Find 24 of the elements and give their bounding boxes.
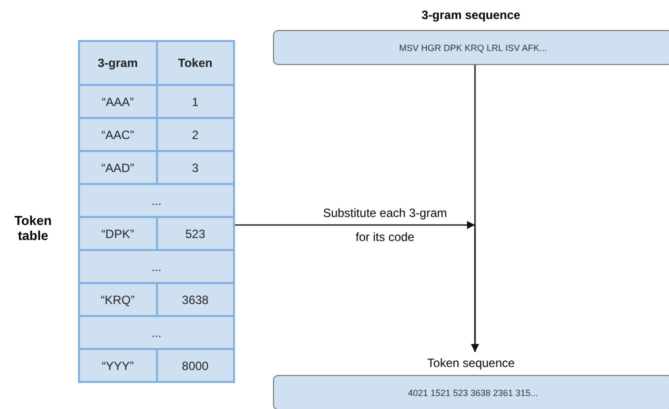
table-cell: 2: [156, 118, 234, 151]
table-heading: Token table: [13, 213, 53, 243]
table-cell: “YYY”: [79, 349, 156, 382]
box-heading: 3-gram sequence: [420, 8, 522, 22]
table-cell: 3638: [156, 283, 234, 316]
table-cell: ...: [79, 184, 234, 217]
table-cell: “DPK”: [79, 217, 156, 250]
edge-label: Substitute each 3-gram for its code: [322, 205, 448, 246]
table-cell: “KRQ”: [79, 283, 156, 316]
table-cell: ...: [79, 250, 234, 283]
sequence-box: 4021 1521 523 3638 2361 315...: [273, 375, 669, 409]
table-cell: 523: [156, 217, 234, 250]
table-cell: ...: [79, 316, 234, 349]
box-heading: Token sequence: [426, 356, 516, 370]
column-header: Token: [156, 41, 234, 85]
column-header: 3-gram: [79, 41, 156, 85]
table-cell: 3: [156, 151, 234, 184]
table-cell: “AAC”: [79, 118, 156, 151]
table-cell: 8000: [156, 349, 234, 382]
arrow: [235, 221, 479, 352]
table-cell: “AAA”: [79, 85, 156, 118]
sequence-box: MSV HGR DPK KRQ LRL ISV AFK...: [273, 30, 669, 65]
table-cell: “AAD”: [79, 151, 156, 184]
table-cell: 1: [156, 85, 234, 118]
